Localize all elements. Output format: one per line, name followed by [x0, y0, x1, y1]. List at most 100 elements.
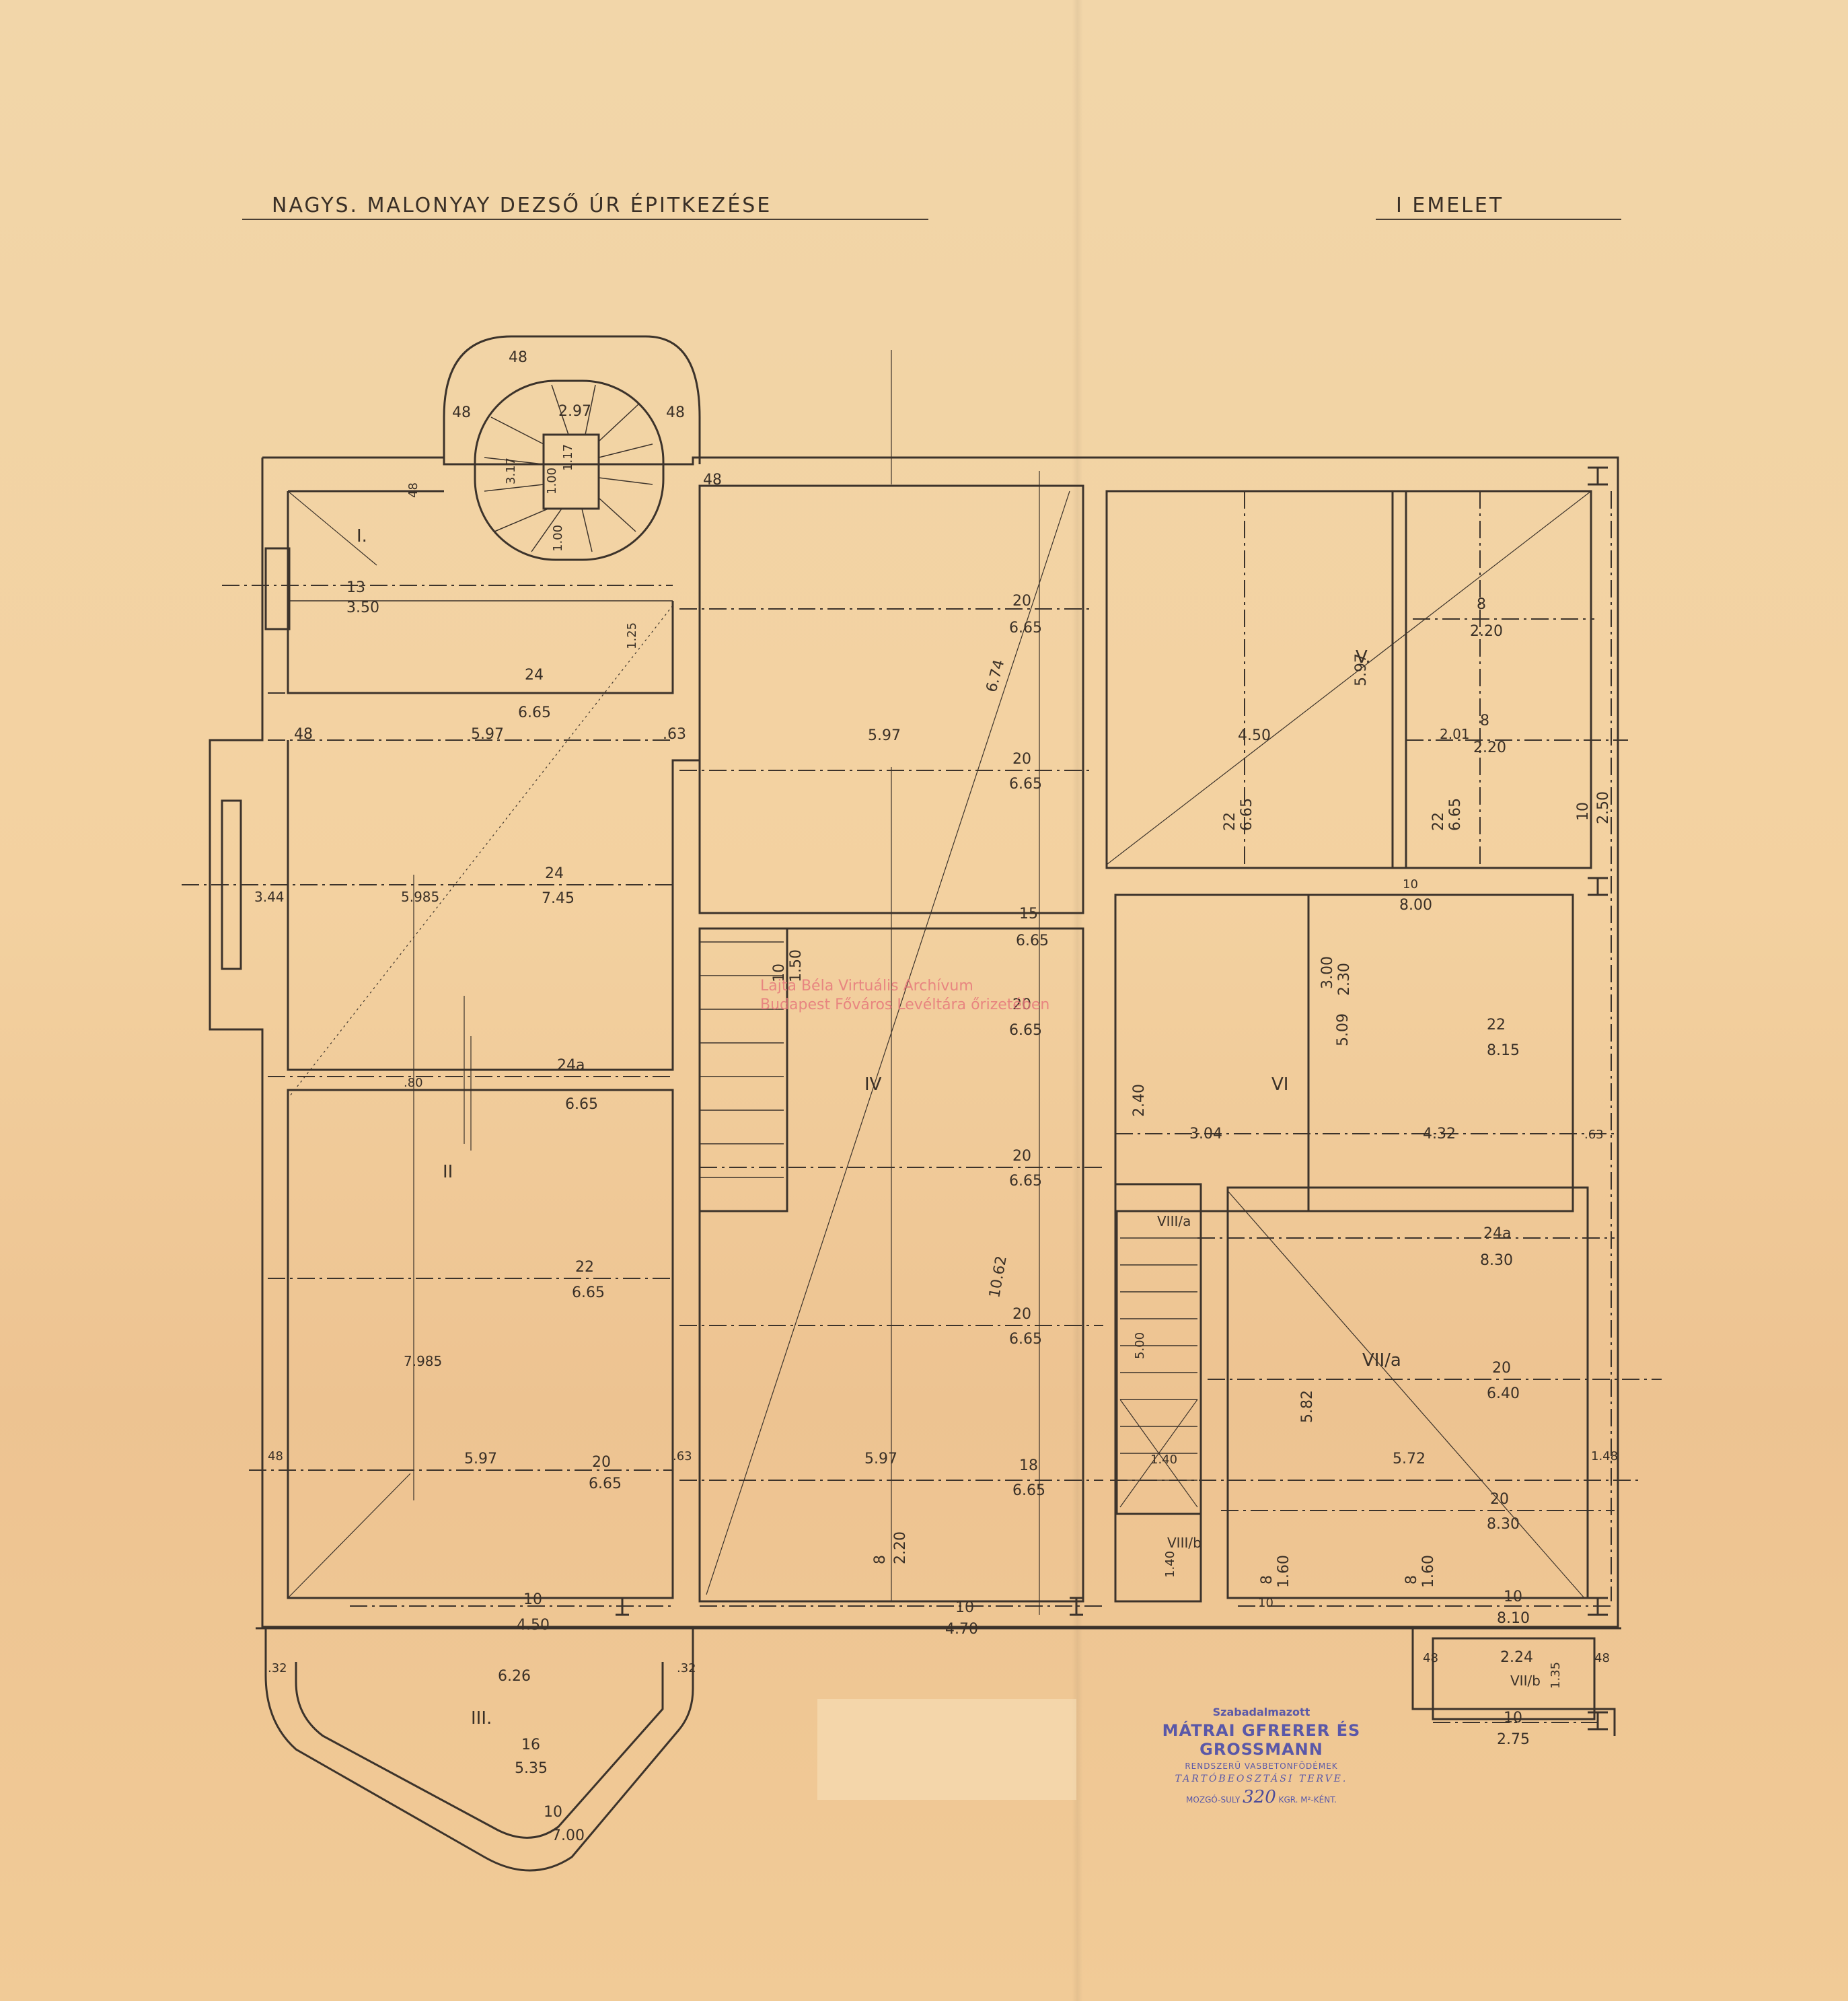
room-label-vii-a: VII/a	[1362, 1350, 1401, 1371]
dim-label: 48	[1594, 1651, 1610, 1665]
title-underline	[242, 219, 928, 220]
dim-label: 5.97	[471, 726, 504, 743]
manufacturer-stamp: Szabadalmazott MÁTRAI GFRERER ÉS GROSSMA…	[1110, 1706, 1413, 1807]
room-label-viii-a: VIII/a	[1157, 1213, 1191, 1229]
dim-label: 6.65	[1012, 1482, 1045, 1499]
dim-label: 4.50	[1238, 727, 1271, 744]
dim-label: 1.60	[1276, 1555, 1292, 1588]
diagonal-lines	[287, 350, 1592, 1615]
dim-label: 8	[1259, 1575, 1276, 1585]
dim-label: 8	[1480, 713, 1489, 729]
dim-label: 13	[346, 579, 365, 596]
dim-label: 20	[592, 1454, 611, 1471]
dim-label: 48	[268, 1449, 283, 1463]
stamp-line: TARTÓBEOSZTÁSI TERVE.	[1175, 1774, 1348, 1784]
archive-watermark: Lajta Béla Virtuális Archívum Budapest F…	[760, 977, 1049, 1015]
stamp-load-line: MOZGÓ-SULY 320 KGR. M²-KÉNT.	[1110, 1787, 1413, 1807]
dim-label: 20	[1012, 996, 1031, 1013]
dim-label: 48	[452, 404, 471, 421]
dim-label: .63	[663, 726, 686, 743]
watermark-line: Budapest Főváros Levéltára őrizetében	[760, 996, 1050, 1013]
dim-label: 1.40	[1150, 1453, 1177, 1467]
dim-label: 10	[1575, 802, 1592, 821]
stamp-line: RENDSZERŰ VASBETONFÖDÉMEK	[1185, 1761, 1338, 1771]
beam-axis-lines	[182, 491, 1662, 1723]
dim-label: 15	[1019, 906, 1038, 922]
dim-label: 24a	[557, 1057, 585, 1074]
dim-label: 24	[545, 865, 564, 882]
dim-label: 8	[1477, 596, 1486, 613]
dim-label: 2.97	[558, 403, 591, 420]
stamp-line: Szabadalmazott	[1212, 1706, 1310, 1718]
dim-label: 2.50	[1595, 791, 1612, 824]
dim-label: 2.01	[1440, 726, 1470, 742]
dim-label: 7.00	[552, 1827, 585, 1844]
project-title: NAGYS. MALONYAY DEZSŐ ÚR ÉPITKEZÉSE	[272, 194, 772, 217]
room-labels: I. II III. IV V. VI VII/a VII/b VIII/a V…	[357, 526, 1541, 1729]
dim-label: 48	[666, 404, 685, 421]
dim-label: 8	[872, 1555, 889, 1564]
dim-label: 22	[1430, 812, 1447, 831]
dim-label: 10	[523, 1591, 542, 1608]
dim-label: .80	[404, 1076, 423, 1090]
dim-label: 6.65	[1009, 1022, 1042, 1039]
stamp-load-suffix: KGR. M²-KÉNT.	[1278, 1795, 1337, 1805]
dim-label: 1.25	[625, 622, 639, 649]
dim-label: 1.50	[788, 949, 805, 982]
dim-label: 6.40	[1487, 1385, 1520, 1402]
dim-label: 5.97	[864, 1451, 897, 1467]
dim-label: 10	[544, 1804, 562, 1821]
dim-label: 6.65	[1239, 798, 1255, 831]
stamp-load-prefix: MOZGÓ-SULY	[1186, 1795, 1241, 1805]
dim-label: 6.65	[1016, 933, 1049, 949]
dim-label: 10	[955, 1599, 974, 1616]
dim-label: 10	[1258, 1596, 1273, 1610]
dim-label: 8.10	[1497, 1610, 1530, 1627]
dim-label: 5.09	[1335, 1013, 1352, 1046]
room-label-vi: VI	[1271, 1075, 1288, 1095]
dim-label: 2.20	[892, 1531, 909, 1564]
dim-label: 3.44	[254, 889, 285, 905]
room-label-viii-b: VIII/b	[1167, 1535, 1202, 1551]
dim-label: 18	[1019, 1457, 1038, 1474]
dim-label: 10	[771, 963, 788, 982]
dim-label: 48	[703, 472, 722, 488]
dim-label: 4.32	[1423, 1126, 1456, 1142]
dim-label: 1.00	[551, 525, 565, 552]
dim-label: 7.45	[542, 890, 575, 907]
dim-label: 8.30	[1480, 1252, 1513, 1269]
dim-label: 20	[1490, 1491, 1509, 1508]
dim-label: 22	[575, 1259, 594, 1276]
floor-title: I EMELET	[1396, 194, 1504, 217]
support-markers	[616, 466, 1608, 1731]
dim-label: 16	[521, 1737, 540, 1753]
dim-label: 8.30	[1487, 1516, 1520, 1533]
dim-label: 2.20	[1473, 739, 1506, 756]
dim-label: 20	[1492, 1360, 1511, 1377]
dim-label: 3.04	[1189, 1126, 1222, 1142]
dim-label: 10	[1504, 1589, 1522, 1605]
stair-treads	[484, 384, 1197, 1481]
dim-label: 3.50	[346, 599, 379, 616]
dim-label: 48	[406, 482, 420, 498]
watermark-line: Lajta Béla Virtuális Archívum	[760, 978, 973, 994]
dim-label: 6.65	[1009, 1331, 1042, 1348]
dim-label: 22	[1222, 812, 1239, 831]
dim-label: 7.985	[404, 1353, 442, 1369]
dim-label: 2.20	[1470, 623, 1503, 640]
dim-label: 6.65	[1009, 1173, 1042, 1190]
dim-label: 8.00	[1399, 897, 1432, 914]
dim-label: 1.17	[561, 444, 575, 471]
dim-label: 24a	[1483, 1225, 1511, 1242]
room-label-iii: III.	[471, 1708, 492, 1729]
dim-label: 6.65	[565, 1096, 598, 1113]
dim-label: 6.65	[572, 1284, 605, 1301]
dim-label: 5.35	[515, 1760, 548, 1777]
dim-label: 5.97	[1353, 653, 1370, 686]
room-label-vii-b: VII/b	[1510, 1673, 1541, 1689]
floor-title-underline	[1376, 219, 1621, 220]
dim-label: 20	[1012, 751, 1031, 768]
dim-label: 6.65	[1009, 620, 1042, 636]
